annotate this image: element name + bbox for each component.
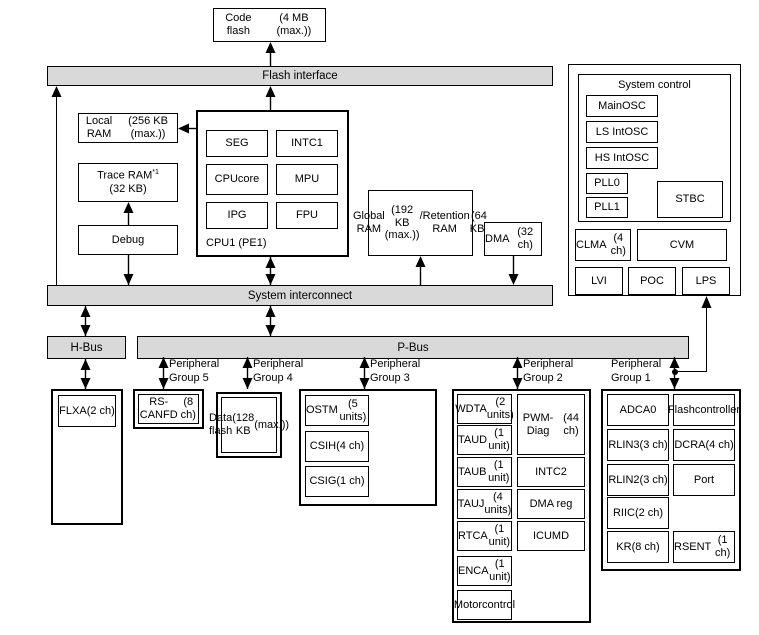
block-global-ram: Global RAM(192 KB (max.))/Retention RAM(… (353, 190, 488, 256)
cpu-block-ipg: IPG (206, 202, 268, 229)
arrow-debug-to-traceram (123, 202, 134, 225)
cpu-block-intc1: INTC1 (276, 130, 338, 157)
peripheral-adca0: ADCA0 (607, 394, 669, 426)
cpu-block-seg: SEG (206, 130, 268, 157)
peripheral-dcra: DCRA(4 ch) (673, 429, 735, 461)
peripheral-ostm: OSTM(5 units) (305, 395, 369, 426)
peripheral-taub: TAUB(1 unit) (457, 457, 512, 487)
bus-system-interconnect: System interconnect (47, 285, 553, 306)
peripheral-riic: RIIC(2 ch) (607, 497, 669, 529)
peripheral-pwm-diag: PWM-Diag(44 ch) (517, 394, 585, 455)
peripheral-taud: TAUD(1 unit) (457, 425, 512, 455)
peripheral-wdta: WDTA(2 units) (455, 394, 514, 424)
line-group1-elbow-v (706, 308, 708, 372)
arrow-pbus-group3 (359, 357, 370, 389)
peripheral-port: Port (673, 464, 735, 496)
arrow-pbus-group4 (242, 357, 253, 389)
label-system-control: System control (618, 79, 691, 91)
sysctl-stbc: STBC (657, 181, 723, 218)
peripheral-flxa: FLXA(2 ch) (58, 395, 116, 427)
arrow-hbus-flxa (80, 359, 91, 389)
peripheral-enca: ENCA(1 unit) (457, 556, 512, 586)
cpu-block-mpu: MPU (276, 164, 338, 195)
block-local-ram: Local RAM(256 KB (max.)) (78, 113, 178, 143)
peripheral-kr: KR(8 ch) (607, 531, 669, 563)
peripheral-rlin2: RLIN2(3 ch) (607, 464, 669, 496)
sysctl-lvi: LVI (575, 267, 623, 295)
block-trace-ram: Trace RAM*1 (32 KB) (78, 163, 178, 202)
peripheral-rtca: RTCA(1 unit) (457, 521, 512, 551)
arrow-cpu-interconnect (265, 257, 276, 285)
arrow-pbus-group2 (512, 357, 523, 389)
bus-h-bus: H-Bus (47, 336, 126, 359)
arrowhead-flashif-left (51, 86, 62, 97)
peripheral-intc2: INTC2 (517, 457, 585, 487)
trace-ram-footnote: *1 (152, 169, 159, 177)
peripheral-csih: CSIH(4 ch) (305, 431, 369, 462)
peripheral-rs-canfd: RS-CANFD(8 ch) (138, 394, 199, 424)
block-dma: DMA(32 ch) (484, 222, 542, 256)
peripheral-data-flash: Data flash(128 KB(max.)) (209, 397, 289, 453)
arrow-interconnect-hbus (80, 306, 91, 336)
sysctl-ls-intosc: LS IntOSC (586, 121, 658, 143)
sysctl-mainosc: MainOSC (586, 95, 658, 117)
peripheral-icumd: ICUMD (517, 521, 585, 551)
sysctl-lps: LPS (682, 267, 730, 295)
arrow-dma-to-interconnect (508, 256, 519, 285)
peripheral-rsent: RSENT(1 ch) (673, 531, 735, 563)
bus-flash-interface: Flash interface (47, 66, 553, 86)
block-code-flash: Code flash(4 MB (max.)) (213, 8, 326, 42)
arrow-cpu-to-flashif (265, 86, 276, 111)
line-interconnect-to-flashif (56, 95, 58, 285)
sysctl-pll1: PLL1 (586, 197, 628, 218)
peripheral-dma-reg: DMA reg (517, 489, 585, 519)
arrow-pbus-group5 (158, 357, 169, 389)
peripheral-csig: CSIG(1 ch) (305, 466, 369, 497)
trace-ram-label: Trace RAM*1 (97, 169, 159, 182)
bus-p-bus: P-Bus (137, 336, 689, 359)
block-debug: Debug (78, 225, 178, 255)
arrow-interconnect-pbus (265, 306, 276, 336)
peripheral-rlin3: RLIN3(3 ch) (607, 429, 669, 461)
arrow-interconnect-to-globalram (415, 256, 426, 285)
arrow-flashif-to-codeflash (265, 42, 276, 66)
arrowhead-group1-to-syscontrol (701, 296, 712, 308)
sysctl-poc: POC (628, 267, 676, 295)
line-group1-elbow-h (674, 371, 707, 373)
sysctl-pll0: PLL0 (586, 173, 628, 194)
peripheral-tauj: TAUJ(4 units) (457, 489, 512, 519)
cpu-block-fpu: FPU (276, 202, 338, 229)
sysctl-cvm: CVM (637, 229, 727, 261)
sysctl-hs-intosc: HS IntOSC (586, 147, 658, 169)
label-cpu1-pe1: CPU1 (PE1) (206, 237, 267, 249)
sysctl-clma: CLMA(4 ch) (575, 229, 631, 261)
trace-ram-size: (32 KB) (109, 182, 147, 195)
arrow-debug-interconnect (123, 255, 134, 285)
